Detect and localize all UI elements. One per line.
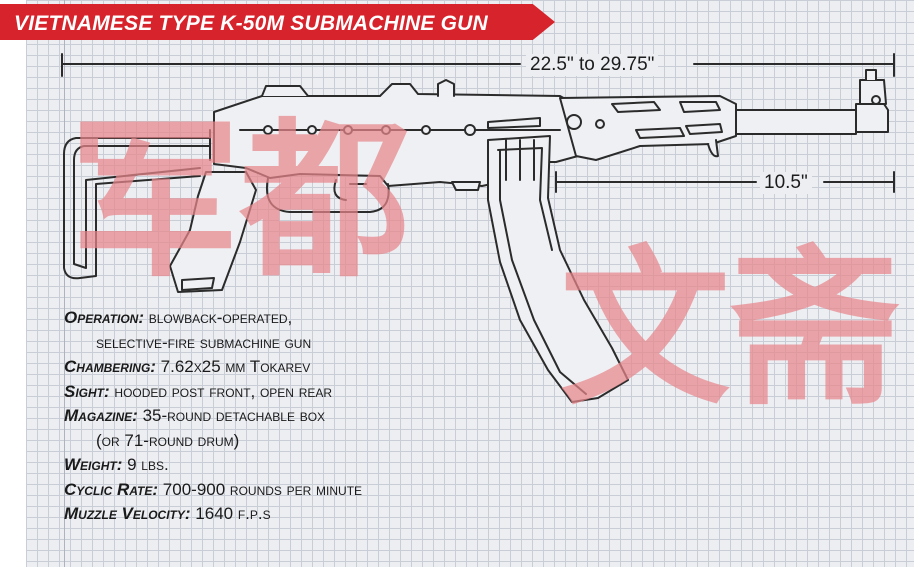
spec-value: 9 lbs. <box>127 455 169 474</box>
spec-key: Cyclic Rate: <box>64 479 159 499</box>
spec-magazine: Magazine: 35-round detachable box <box>64 404 362 429</box>
spec-list: Operation: blowback-operated, selective-… <box>64 306 362 527</box>
spec-value: hooded post front, open rear <box>114 381 333 401</box>
spec-operation: Operation: blowback-operated, <box>64 306 362 331</box>
spec-chambering: Chambering: 7.62x25 mm Tokarev <box>64 355 362 380</box>
spec-magazine-continuation: (or 71-round drum) <box>96 430 240 450</box>
spec-key: Chambering: <box>64 357 156 376</box>
spec-muzzle-velocity: Muzzle Velocity: 1640 f.p.s <box>64 502 362 527</box>
margin-line <box>64 0 65 567</box>
spec-key: Muzzle Velocity: <box>64 504 191 523</box>
pistol-grip <box>169 171 257 293</box>
trigger-guard <box>266 177 390 213</box>
spec-value: 7.62x25 mm Tokarev <box>160 357 311 376</box>
wire-stock <box>63 129 211 280</box>
spec-weight: Weight: 9 lbs. <box>64 453 362 478</box>
magazine <box>487 135 629 403</box>
spec-value: blowback-operated, <box>148 308 293 327</box>
spec-key: Magazine: <box>64 406 138 425</box>
spec-key: Operation: <box>64 308 144 327</box>
barrel <box>735 69 889 135</box>
spec-value: 700-900 rounds per minute <box>162 479 363 499</box>
spec-operation-continuation: selective-fire submachine gun <box>96 332 312 352</box>
spec-sight: Sight: hooded post front, open rear <box>64 380 362 405</box>
spec-value: 1640 f.p.s <box>195 504 271 523</box>
page-title: VIETNAMESE TYPE K-50M SUBMACHINE GUN <box>14 12 488 35</box>
barrel-length-label: 10.5" <box>760 172 812 194</box>
overall-length-label: 22.5" to 29.75" <box>526 54 659 76</box>
spec-cyclic-rate: Cyclic Rate: 700-900 rounds per minute <box>64 478 362 503</box>
handguard <box>559 95 737 161</box>
overall-dimension-line <box>61 53 895 77</box>
spec-value: 35-round detachable box <box>142 406 326 425</box>
spec-key: Weight: <box>64 455 123 474</box>
title-banner: VIETNAMESE TYPE K-50M SUBMACHINE GUN <box>0 4 555 40</box>
spec-key: Sight: <box>64 381 110 401</box>
barrel-dimension-line <box>555 171 895 193</box>
